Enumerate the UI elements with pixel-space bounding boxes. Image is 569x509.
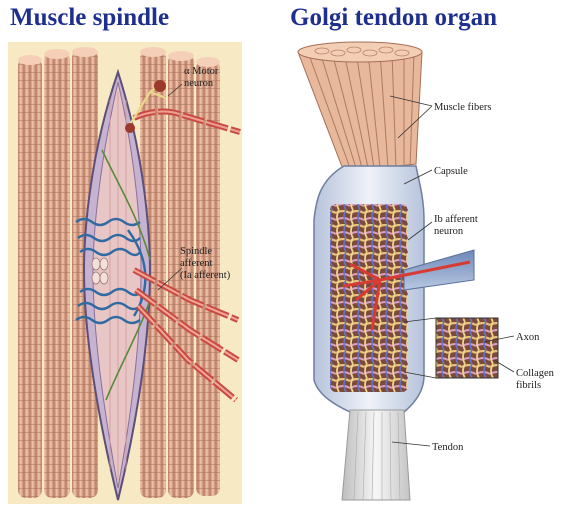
axon-label: Axon bbox=[516, 332, 540, 343]
muscle-fibers-label: Muscle fibers bbox=[434, 102, 491, 113]
tendon-label: Tendon bbox=[432, 442, 464, 453]
muscle-fiber-bundle bbox=[298, 42, 422, 172]
spindle-afferent-label-line3: (Ia afferent) bbox=[180, 270, 231, 281]
spindle-afferent-label-line2: afferent bbox=[180, 258, 213, 269]
collagen-fibrils-label-line1: Collagen bbox=[516, 368, 555, 379]
muscle-spindle-panel: α Motor neuron Spindle afferent (Ia affe… bbox=[8, 42, 242, 504]
collagen-core bbox=[330, 204, 408, 392]
spindle-afferent-label-line1: Spindle bbox=[180, 246, 212, 257]
ib-afferent-label-line2: neuron bbox=[434, 226, 464, 237]
golgi-tendon-organ-panel: Muscle fibers Capsule Ib afferent neuron… bbox=[298, 42, 555, 500]
collagen-fibrils-label-line2: fibrils bbox=[516, 380, 541, 391]
collagen-inset bbox=[436, 318, 498, 378]
capsule-label: Capsule bbox=[434, 166, 468, 177]
motor-neuron-label-line1: α Motor bbox=[184, 66, 219, 77]
ib-afferent-label-line1: Ib afferent bbox=[434, 214, 478, 225]
motor-neuron-label-line2: neuron bbox=[184, 78, 214, 89]
